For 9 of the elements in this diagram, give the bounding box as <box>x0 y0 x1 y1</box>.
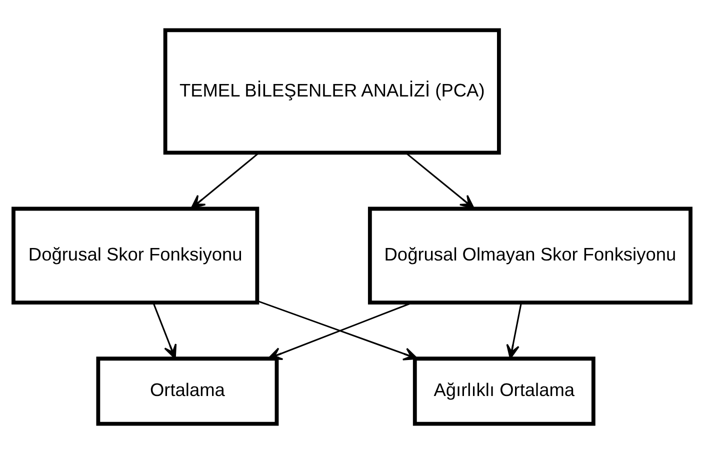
node-box: Doğrusal Olmayan Skor Fonksiyonu <box>368 206 692 305</box>
arrow <box>405 152 475 210</box>
arrow <box>190 152 260 210</box>
node-box: Ortalama <box>96 356 279 426</box>
node-box: Ağırlıklı Ortalama <box>412 356 596 426</box>
node-box: Doğrusal Skor Fonksiyonu <box>12 206 260 305</box>
node-box: TEMEL BİLEŞENLER ANALİZİ (PCA) <box>163 28 501 155</box>
arrow <box>506 302 522 360</box>
arrow <box>152 302 177 360</box>
